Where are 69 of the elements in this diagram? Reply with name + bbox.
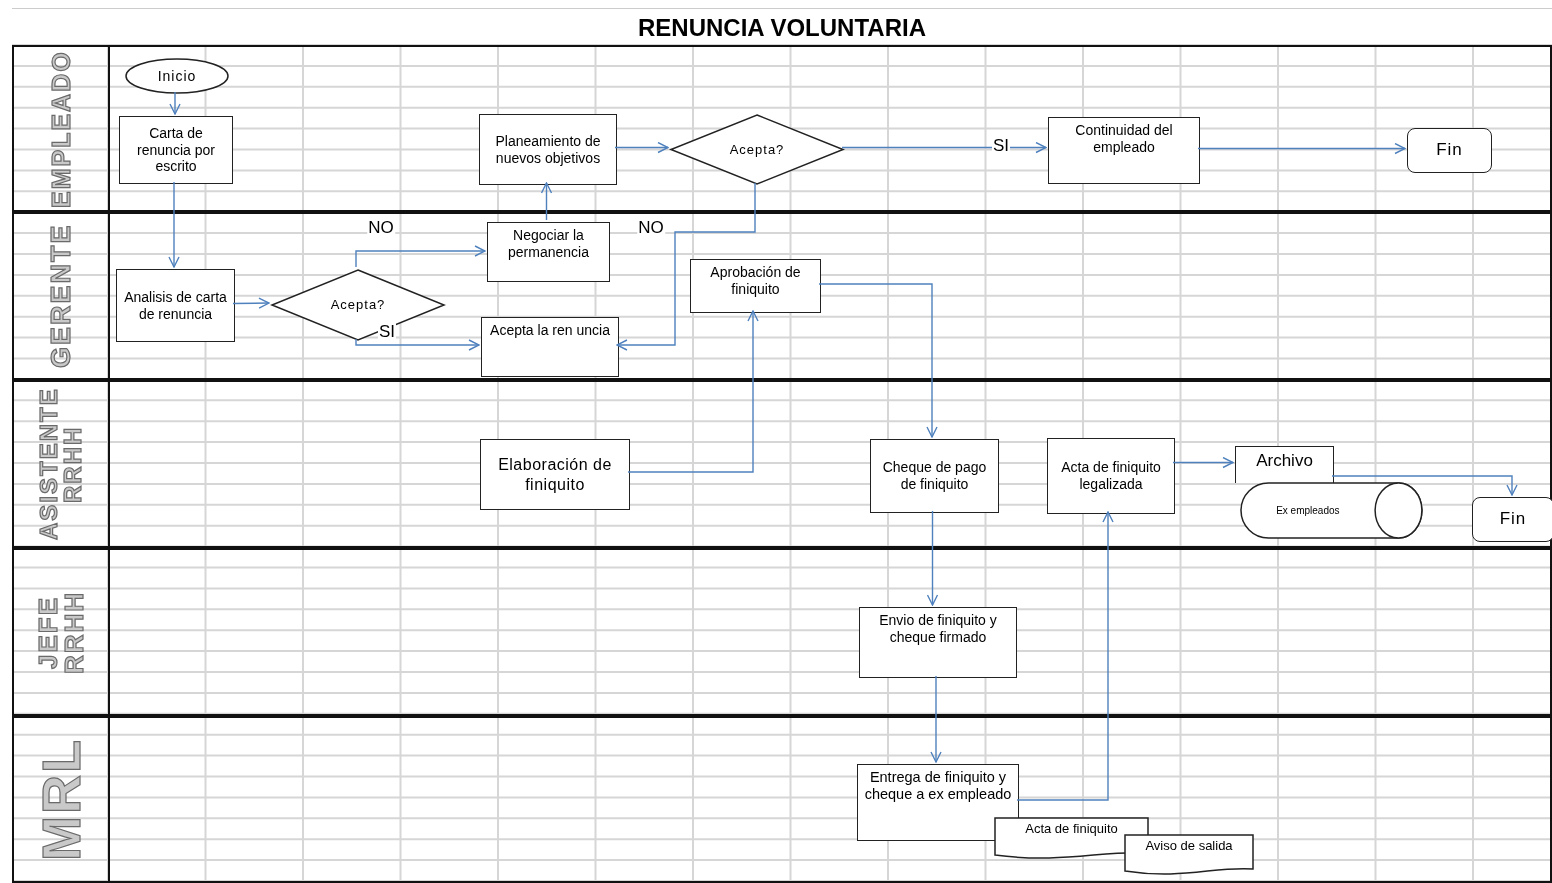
process-box (870, 439, 999, 513)
node-label: Ex empleados (1275, 504, 1341, 517)
end-terminal (1472, 497, 1552, 542)
connector-arrow (616, 182, 756, 351)
process-box (119, 116, 233, 184)
start-oval (125, 58, 229, 94)
decision-diamond (271, 269, 445, 341)
node-label: Acepta la ren uncia (489, 322, 611, 339)
swimlane (12, 212, 1552, 380)
process-box (480, 439, 630, 510)
process-box (487, 222, 610, 282)
connector-arrow (841, 141, 1047, 154)
process-box (1048, 117, 1200, 184)
connector-arrow (355, 245, 486, 268)
node-label: Analisis de carta de renuncia (123, 288, 228, 323)
process-box (116, 269, 235, 342)
node-label: Continuidad del empleado (1074, 122, 1174, 156)
decision-diamond (670, 114, 844, 185)
swimlane (12, 548, 1552, 716)
connector-arrow (232, 297, 270, 309)
node-label: Acta de finiquito (1024, 821, 1119, 837)
node-label: Cheque de pago de finiquito (881, 459, 988, 493)
lane-label: GERENTE (44, 222, 77, 371)
connector-arrow (1197, 142, 1406, 155)
node-label: Planeamiento de nuevos objetivos (494, 132, 602, 167)
connector-arrow (818, 283, 938, 438)
process-box (690, 259, 821, 313)
node-label: Fin (1498, 509, 1528, 530)
lane-label: JEFE RRHH (32, 589, 90, 676)
connector-arrow (1172, 456, 1234, 469)
connector-arrow (926, 510, 939, 606)
connector-arrow (1016, 511, 1114, 801)
process-box (1235, 446, 1334, 483)
process-box (857, 764, 1019, 841)
node-label: Negociar la permanencia (507, 227, 590, 261)
connector-arrow (627, 310, 759, 473)
node-label: Elaboración de finiquito (497, 455, 613, 494)
process-box (479, 114, 617, 185)
connector-arrow (168, 181, 180, 268)
swimlane (12, 45, 1552, 212)
diagram-title: RENUNCIA VOLUNTARIA (12, 8, 1552, 46)
connector-arrow (614, 141, 669, 154)
lane-label: EMPLEADO (45, 48, 76, 209)
node-label: Carta de renuncia por escrito (136, 124, 216, 176)
swimlane (12, 716, 1552, 883)
connector-arrow (1331, 475, 1518, 496)
node-label: Inicio (156, 67, 198, 85)
node-label: Fin (1435, 140, 1464, 161)
document-shape (1124, 834, 1254, 878)
process-box (1047, 438, 1175, 514)
connector-arrow (169, 91, 181, 115)
connector-arrow (355, 338, 480, 351)
connector-arrow (540, 182, 553, 221)
process-box (481, 317, 619, 377)
node-label: Envio de finiquito y cheque firmado (878, 612, 998, 646)
end-terminal (1407, 128, 1492, 173)
node-label: Archivo (1255, 451, 1314, 472)
process-box (859, 607, 1017, 678)
swimlane (12, 380, 1552, 548)
node-label: Acepta? (329, 297, 387, 313)
node-label: Entrega de finiquito y cheque a ex empleado (863, 769, 1013, 804)
edge-label: SI (377, 322, 397, 342)
node-label: Acepta? (728, 141, 786, 158)
lane-label: ASISTENTE RRHH (34, 389, 87, 539)
node-label: Aviso de salida (1144, 838, 1234, 854)
lane-label: MRL (30, 737, 92, 863)
node-label: Acta de finiquito legalizada (1060, 459, 1162, 493)
node-label: Aprobación de finiquito (709, 264, 802, 298)
connector-arrow (930, 675, 942, 763)
